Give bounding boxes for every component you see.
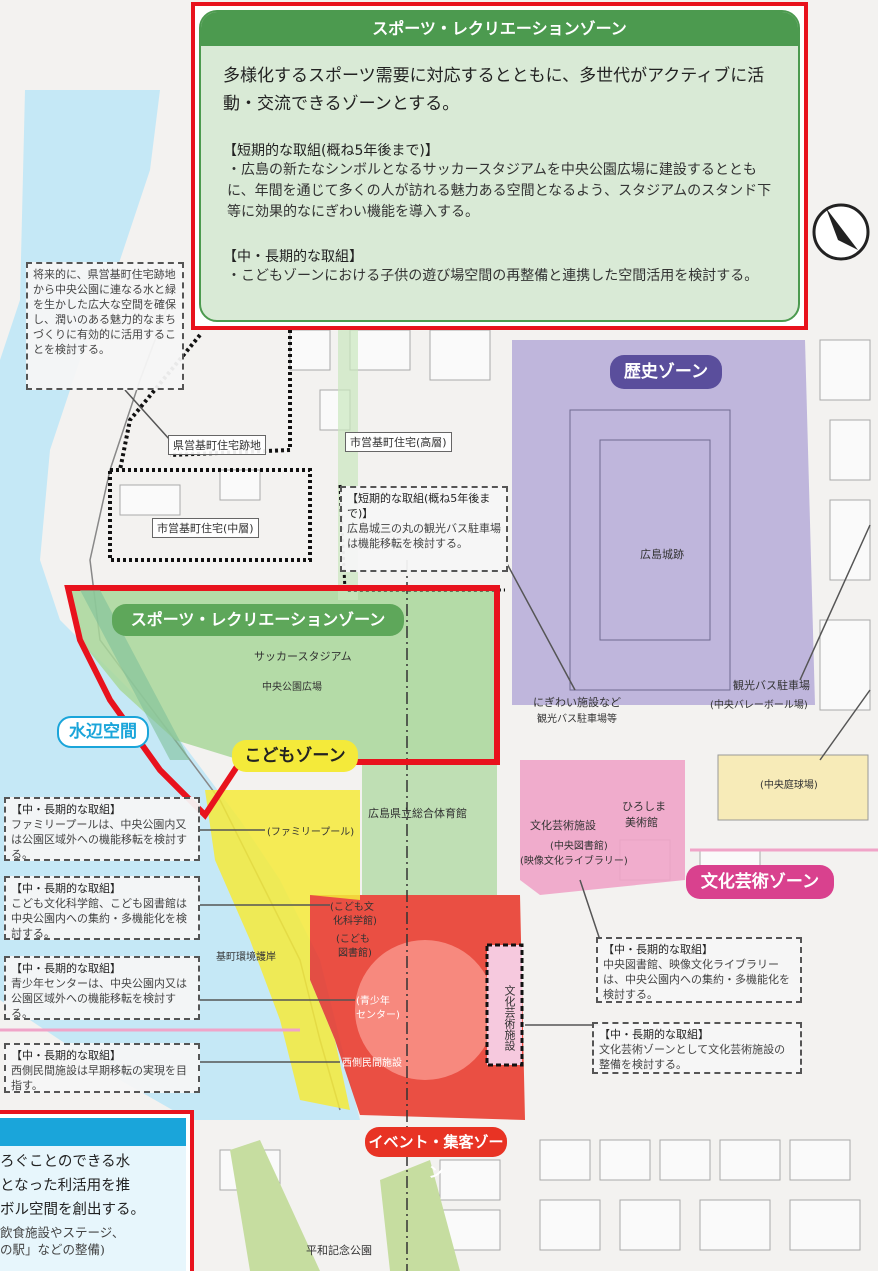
note-kodomo-facilities: 【中・長期的な取組】 こども文化科学館、こども図書館は中央公園内への集約・多機能… xyxy=(4,876,200,940)
label-stadium: サッカースタジアム xyxy=(254,650,352,663)
waterside-line-3: ボル空間を創出する。 xyxy=(0,1202,145,1218)
label-family-pool: (ファミリープール) xyxy=(267,827,355,838)
label-gym: 広島県立総合体育館 xyxy=(368,807,467,820)
sports-panel-title: スポーツ・レクリエーションゾーン xyxy=(201,12,798,46)
note-library: 【中・長期的な取組】 中央図書館、映像文化ライブラリーは、中央公園内への集約・多… xyxy=(596,937,802,1003)
note-bus-parking: 【短期的な取組(概ね5年後まで)】 広島城三の丸の観光バス駐車場は機能移転を検討… xyxy=(340,486,508,572)
sports-zone-panel-body: スポーツ・レクリエーションゾーン 多様化するスポーツ需要に対応するとともに、多世… xyxy=(199,10,800,322)
note-private-body: 西側民間施設は早期移転の実現を目指す。 xyxy=(11,1064,187,1092)
note-bus-heading: 【短期的な取組(概ね5年後まで)】 xyxy=(347,492,491,520)
waterside-panel-text: ろぐことのできる水 となった利活用を推 ボル空間を創出する。 xyxy=(0,1150,186,1222)
sports-short-body: ・広島の新たなシンボルとなるサッカースタジアムを中央公園広場に建設するとともに、… xyxy=(227,162,772,220)
note-culture-site: 【中・長期的な取組】 文化芸術ゾーンとして文化芸術施設の整備を検討する。 xyxy=(592,1022,802,1074)
note-kencho-site: 将来的に、県営基町住宅跡地から中央公園に連なる水と緑を生かした広大な空間を確保し… xyxy=(26,262,184,390)
waterside-panel: ろぐことのできる水 となった利活用を推 ボル空間を創出する。 飲食施設やステージ… xyxy=(0,1110,194,1271)
waterside-panel-body: ろぐことのできる水 となった利活用を推 ボル空間を創出する。 飲食施設やステージ… xyxy=(0,1118,186,1271)
label-kodomo-science-2: 化科学館) xyxy=(333,916,377,927)
zone-label-waterside: 水辺空間 xyxy=(57,716,149,748)
note-kodomo-body: こども文化科学館、こども図書館は中央公園内への集約・多機能化を検討する。 xyxy=(11,897,187,940)
waterside-line-2: となった利活用を推 xyxy=(0,1178,131,1194)
note-bus-body: 広島城三の丸の観光バス駐車場は機能移転を検討する。 xyxy=(347,522,501,550)
label-central-library: (中央図書館) xyxy=(550,841,608,852)
note-youth-center: 【中・長期的な取組】 青少年センターは、中央公園内又は公園区域外への機能移転を検… xyxy=(4,956,200,1020)
zone-label-culture: 文化芸術ゾーン xyxy=(686,865,834,899)
zone-label-kodomo: こどもゾーン xyxy=(232,740,358,772)
label-peace-park: 平和記念公園 xyxy=(306,1244,372,1257)
waterside-panel-small: 飲食施設やステージ、 の駅」などの整備) xyxy=(0,1224,124,1258)
label-central-park-plaza: 中央公園広場 xyxy=(262,682,322,693)
sports-panel-lead: 多様化するスポーツ需要に対応するとともに、多世代がアクティブに活動・交流できるゾ… xyxy=(223,66,765,114)
waterside-small-1: 飲食施設やステージ、 xyxy=(0,1225,125,1240)
note-pool-heading: 【中・長期的な取組】 xyxy=(11,803,121,816)
label-art-museum-1: ひろしま xyxy=(622,800,666,813)
label-youth-center-2: センター) xyxy=(356,1010,400,1021)
label-private-facility: 西側民間施設 xyxy=(342,1058,402,1069)
waterside-line-1: ろぐことのできる水 xyxy=(0,1154,131,1170)
note-youth-body: 青少年センターは、中央公園内又は公園区域外への機能移転を検討する。 xyxy=(11,977,187,1020)
note-library-heading: 【中・長期的な取組】 xyxy=(603,943,713,956)
label-embankment: 基町環境護岸 xyxy=(216,952,276,963)
zone-label-history: 歴史ゾーン xyxy=(610,355,722,389)
note-private-heading: 【中・長期的な取組】 xyxy=(11,1049,121,1062)
label-kodomo-library-2: 図書館) xyxy=(338,948,372,959)
note-family-pool: 【中・長期的な取組】 ファミリープールは、中央公園内又は公園区域外への機能移転を… xyxy=(4,797,200,861)
label-central-ballpark: (中央庭球場) xyxy=(760,780,818,791)
sports-short-heading: 【短期的な取組(概ね5年後まで)】 xyxy=(223,143,439,159)
note-culture-body: 文化芸術ゾーンとして文化芸術施設の整備を検討する。 xyxy=(599,1043,786,1071)
label-volleyball: (中央バレーボール場) xyxy=(710,700,808,711)
waterside-small-2: の駅」などの整備) xyxy=(0,1242,105,1257)
note-library-body: 中央図書館、映像文化ライブラリーは、中央公園内への集約・多機能化を検討する。 xyxy=(603,958,790,1001)
label-kodomo-science-1: (こども文 xyxy=(330,902,374,913)
note-culture-heading: 【中・長期的な取組】 xyxy=(599,1028,709,1041)
note-kencho-text: 将来的に、県営基町住宅跡地から中央公園に連なる水と緑を生かした広大な空間を確保し… xyxy=(33,268,176,356)
label-castle: 広島城跡 xyxy=(640,548,684,561)
label-kodomo-library-1: (こども xyxy=(336,934,370,945)
zone-label-sports-map: スポーツ・レクリエーションゾーン xyxy=(112,604,404,636)
label-kencho-site: 県営基町住宅跡地 xyxy=(168,435,266,455)
sports-zone-panel: スポーツ・レクリエーションゾーン 多様化するスポーツ需要に対応するとともに、多世… xyxy=(191,2,808,330)
label-culture-site: 文化芸術施設 xyxy=(503,985,516,1051)
label-tourist-bus: 観光バス駐車場 xyxy=(733,679,810,692)
label-art-museum-2: 美術館 xyxy=(625,816,658,829)
note-private-facility: 【中・長期的な取組】 西側民間施設は早期移転の実現を目指す。 xyxy=(4,1043,200,1093)
note-pool-body: ファミリープールは、中央公園内又は公園区域外への機能移転を検討する。 xyxy=(11,818,187,861)
label-shiei-high: 市営基町住宅(高層) xyxy=(345,432,452,452)
label-bus-parking-etc: 観光バス駐車場等 xyxy=(537,714,617,725)
sports-mid-heading: 【中・長期的な取組】 xyxy=(223,249,363,265)
label-youth-center-1: (青少年 xyxy=(356,996,390,1007)
label-video-library: (映像文化ライブラリー) xyxy=(520,856,628,867)
label-shiei-mid: 市営基町住宅(中層) xyxy=(152,518,259,538)
sports-mid-body: ・こどもゾーンにおける子供の遊び場空間の再整備と連携した空間活用を検討する。 xyxy=(227,268,759,284)
zone-label-event: イベント・集客ゾーン xyxy=(365,1127,507,1181)
note-youth-heading: 【中・長期的な取組】 xyxy=(11,962,121,975)
label-culture-facility: 文化芸術施設 xyxy=(530,819,596,832)
note-kodomo-heading: 【中・長期的な取組】 xyxy=(11,882,121,895)
label-nigiwai: にぎわい施設など xyxy=(533,696,621,709)
waterside-panel-header xyxy=(0,1118,186,1146)
